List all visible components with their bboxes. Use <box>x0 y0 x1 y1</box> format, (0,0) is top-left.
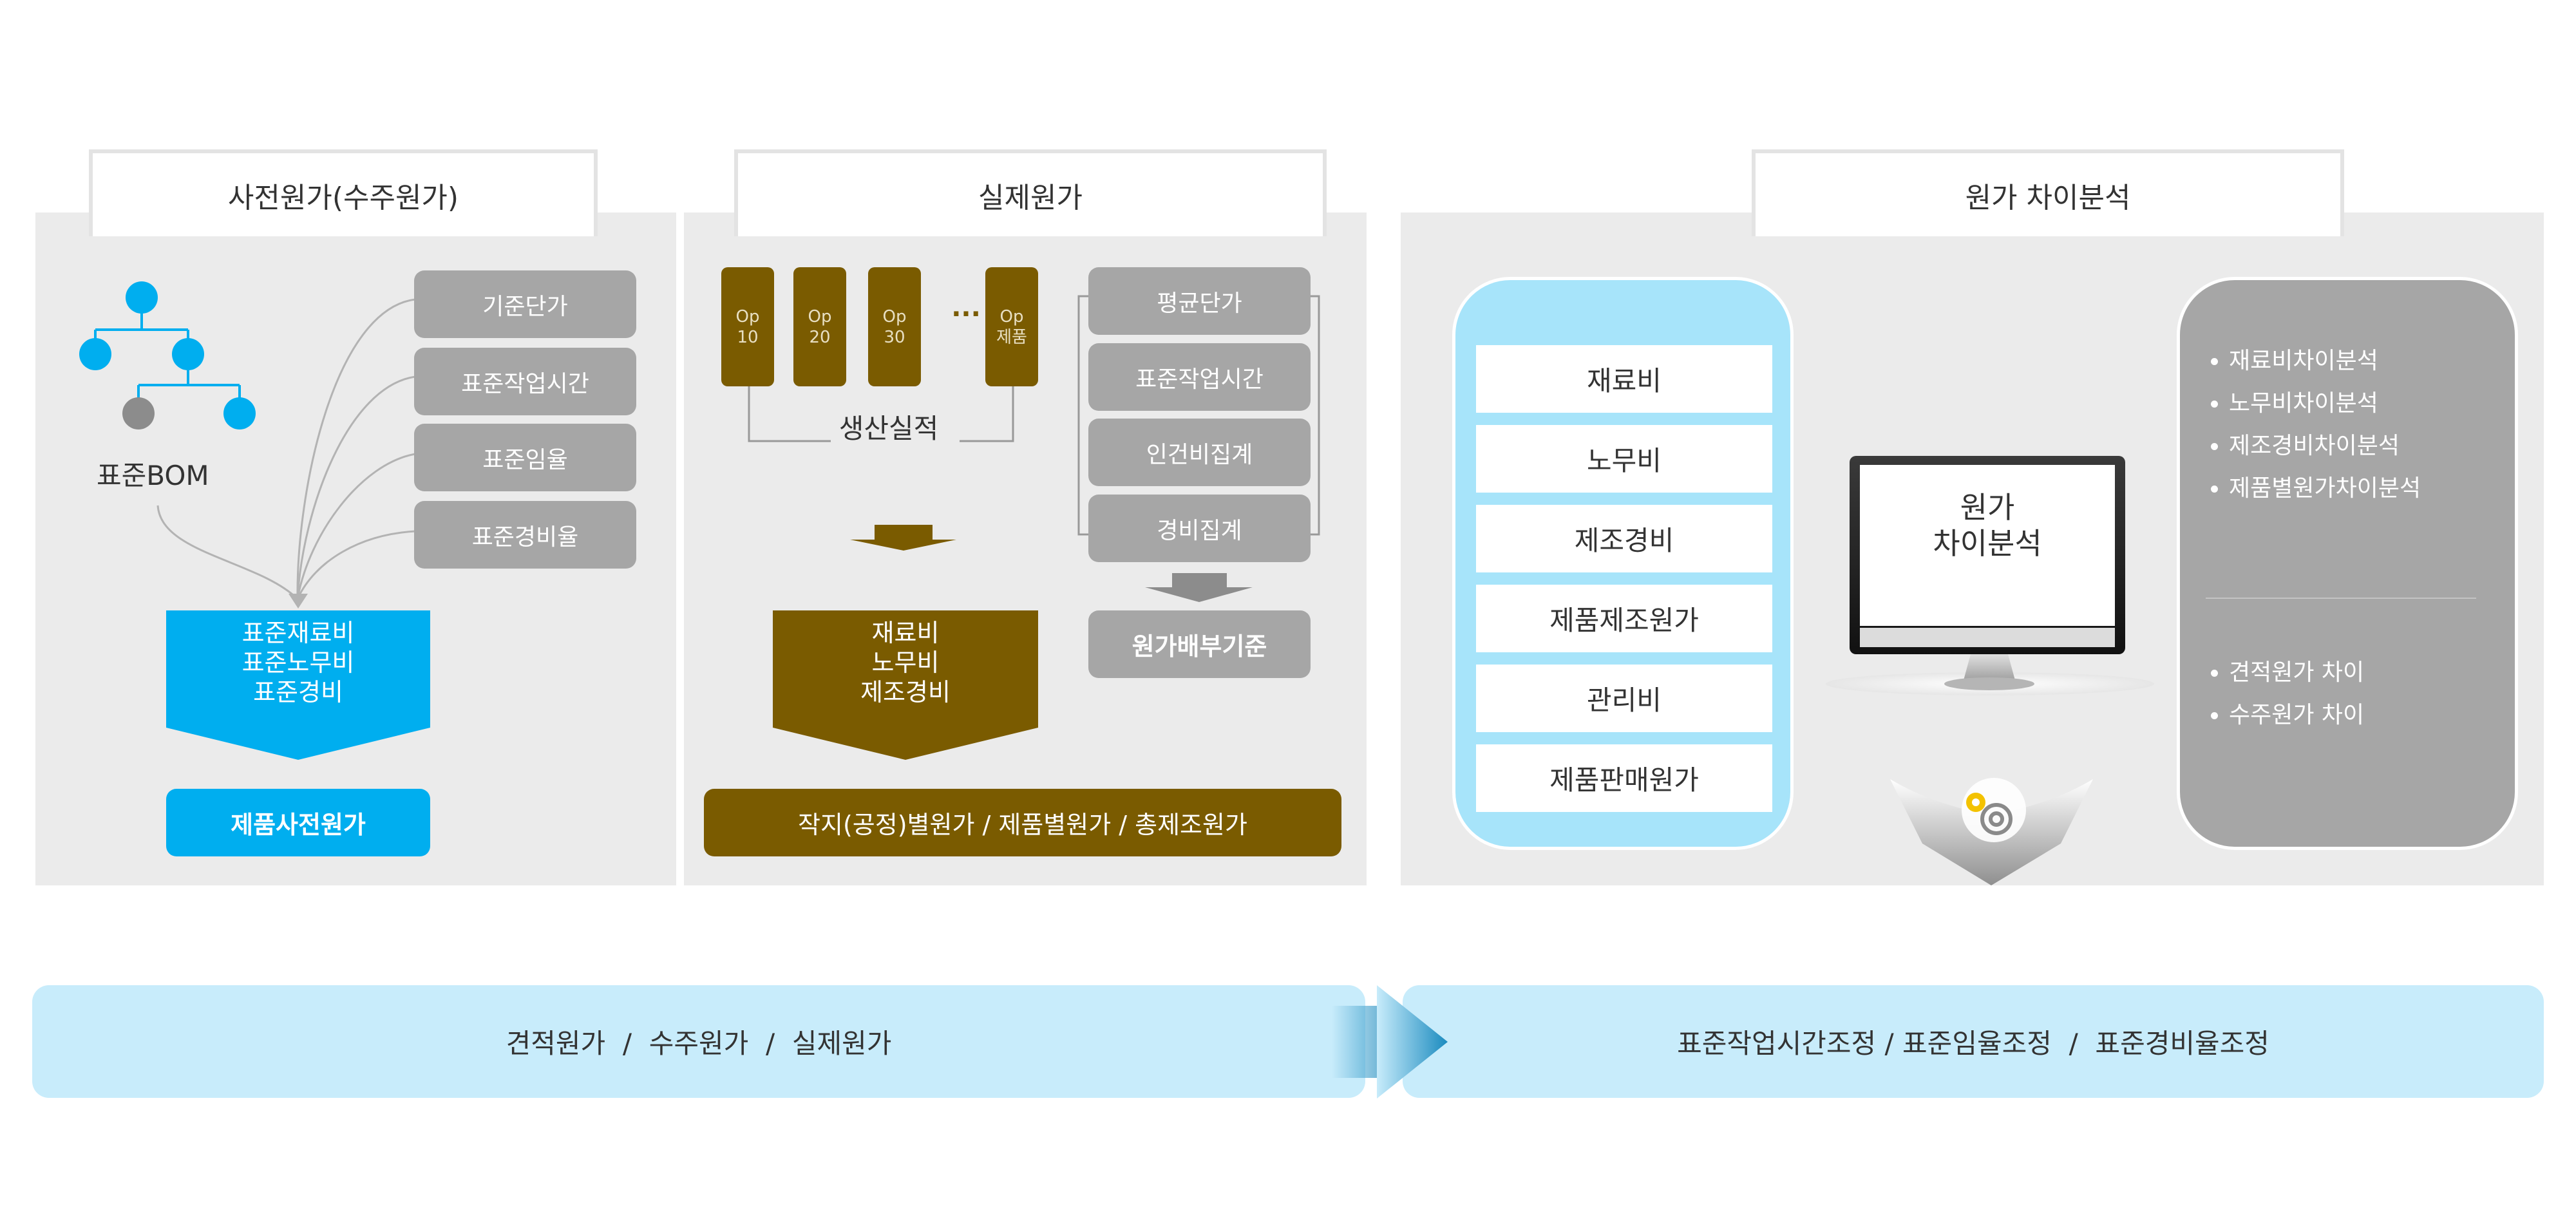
bom-node <box>223 397 256 429</box>
bom-node <box>79 338 111 370</box>
bom-node <box>172 338 204 370</box>
analysis-divider <box>2206 598 2476 599</box>
analysis-list-top: 재료비차이분석 노무비차이분석 제조경비차이분석 제품별원가차이분석 <box>2193 340 2502 510</box>
ops-ellipsis: ··· <box>951 299 981 329</box>
analysis-item: 수주원가 차이 <box>2229 694 2502 737</box>
op-20: Op 20 <box>793 267 846 386</box>
product-pre-cost-box: 제품사전원가 <box>166 789 430 856</box>
actual-cost-lines: 재료비 노무비 제조경비 <box>773 618 1038 715</box>
connector-arrowhead <box>289 594 308 608</box>
production-label: 생산실적 <box>838 413 939 444</box>
cost-item-3: 제조경비 <box>1476 505 1772 572</box>
actual-item-3: 인건비집계 <box>1088 419 1311 486</box>
panel-variance-title: 원가 차이분석 <box>1752 149 2344 236</box>
analysis-item: 제품별원가차이분석 <box>2229 467 2502 510</box>
analysis-item: 제조경비차이분석 <box>2229 425 2502 467</box>
bottom-band-left: 견적원가 / 수주원가 / 실제원가 <box>32 985 1365 1098</box>
actual-cost-line: 노무비 <box>871 648 940 677</box>
pre-cost-item-2: 표준작업시간 <box>414 348 636 415</box>
pre-cost-item-3: 표준임율 <box>414 424 636 491</box>
panel-pre-cost-title: 사전원가(수주원가) <box>89 149 598 236</box>
actual-item-1: 평균단가 <box>1088 267 1311 335</box>
down-arrow-small <box>850 525 956 551</box>
bottom-band-right: 표준작업시간조정 / 표준임율조정 / 표준경비율조정 <box>1403 985 2544 1098</box>
standard-cost-line: 표준경비 <box>253 678 343 706</box>
op-product: Op 제품 <box>985 267 1038 386</box>
bom-node-root <box>126 281 158 314</box>
cost-item-4: 제품제조원가 <box>1476 585 1772 652</box>
pre-cost-item-4: 표준경비율 <box>414 501 636 569</box>
actual-item-2: 표준작업시간 <box>1088 343 1311 411</box>
down-arrow-gray <box>1145 573 1253 602</box>
actual-cost-arrow-shape <box>773 610 1038 760</box>
actual-cost-result-box: 작지(공정)별원가 / 제품별원가 / 총제조원가 <box>704 789 1341 856</box>
gear-icon-yellow <box>1966 793 1985 812</box>
panel-actual-cost-title: 실제원가 <box>734 149 1327 236</box>
production-bracket <box>748 385 1014 442</box>
analysis-list-bottom: 견적원가 차이 수주원가 차이 <box>2193 652 2502 737</box>
bom-node-gray <box>122 397 155 429</box>
gear-icon-gray <box>1980 803 2012 835</box>
analysis-item: 견적원가 차이 <box>2229 652 2502 694</box>
analysis-item: 노무비차이분석 <box>2229 382 2502 425</box>
op-30: Op 30 <box>868 267 921 386</box>
cost-item-6: 제품판매원가 <box>1476 744 1772 812</box>
cost-item-5: 관리비 <box>1476 665 1772 732</box>
cost-item-2: 노무비 <box>1476 425 1772 493</box>
allocation-basis-box: 원가배부기준 <box>1088 610 1311 678</box>
bom-label: 표준BOM <box>97 460 209 491</box>
actual-cost-line: 재료비 <box>871 619 940 647</box>
analysis-item: 재료비차이분석 <box>2229 340 2502 382</box>
op-10: Op 10 <box>721 267 774 386</box>
pre-cost-item-1: 기준단가 <box>414 270 636 338</box>
analysis-list-box <box>2177 277 2518 850</box>
standard-cost-arrow-shape <box>166 610 430 760</box>
cost-item-1: 재료비 <box>1476 345 1772 413</box>
standard-cost-line: 표준재료비 <box>242 619 355 647</box>
actual-item-4: 경비집계 <box>1088 495 1311 562</box>
standard-cost-lines: 표준재료비 표준노무비 표준경비 <box>166 618 430 715</box>
standard-cost-line: 표준노무비 <box>242 648 355 677</box>
items-bracket <box>1077 295 1320 536</box>
monitor-screen-text: 원가 차이분석 <box>1933 490 2042 561</box>
actual-cost-line: 제조경비 <box>860 678 951 706</box>
connector-curves <box>156 298 416 600</box>
